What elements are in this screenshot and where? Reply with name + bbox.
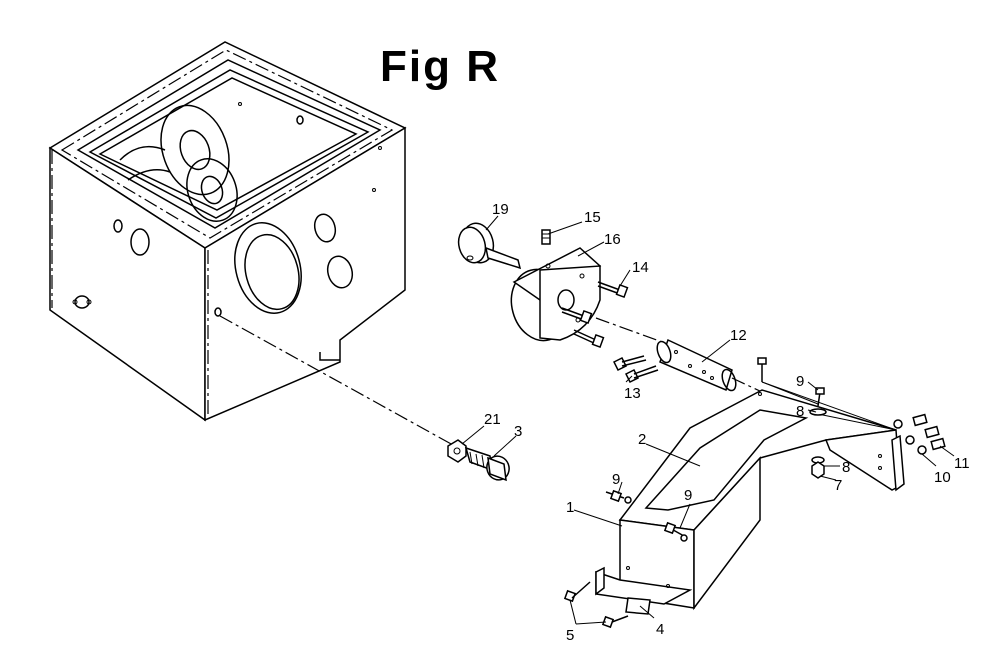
part-5-screws — [563, 581, 629, 629]
callout-8-top: 8 — [796, 403, 804, 420]
gearbox-housing — [48, 41, 407, 422]
part-12-tube — [656, 338, 737, 392]
callout-5: 5 — [566, 627, 574, 644]
callout-labels: 19 15 16 14 12 13 21 3 2 1 9 9 9 8 8 7 1… — [484, 201, 970, 644]
part-9-screws — [605, 357, 827, 542]
figure-title: Fig R — [380, 42, 500, 91]
leader-lines — [461, 215, 955, 625]
callout-16: 16 — [604, 231, 621, 248]
callout-4: 4 — [656, 621, 664, 638]
callout-12: 12 — [730, 327, 747, 344]
callout-10: 10 — [934, 469, 951, 486]
part-19-knob — [457, 222, 522, 270]
callout-19: 19 — [492, 201, 509, 218]
callout-2: 2 — [638, 431, 646, 448]
callout-7: 7 — [834, 477, 842, 494]
callout-3: 3 — [514, 423, 522, 440]
part-15-set-screw — [541, 229, 551, 245]
callout-11: 11 — [954, 455, 970, 472]
part-7-8-nut-washer — [811, 456, 825, 479]
part-14-bolts — [561, 281, 629, 349]
callout-9-middle: 9 — [684, 487, 692, 504]
callout-14: 14 — [632, 259, 649, 276]
part-3-plug — [464, 446, 510, 482]
callout-13: 13 — [624, 385, 641, 402]
callout-9-left: 9 — [612, 471, 620, 488]
part-13-screws — [612, 355, 659, 384]
callout-9-top: 9 — [796, 373, 804, 390]
part-10-11-bolts — [893, 413, 946, 455]
callout-1: 1 — [566, 499, 574, 516]
callout-8-right: 8 — [842, 459, 850, 476]
part-21-nut — [447, 439, 467, 463]
callout-15: 15 — [584, 209, 601, 226]
part-1-guard-bracket — [595, 389, 905, 615]
callout-21: 21 — [484, 411, 501, 428]
